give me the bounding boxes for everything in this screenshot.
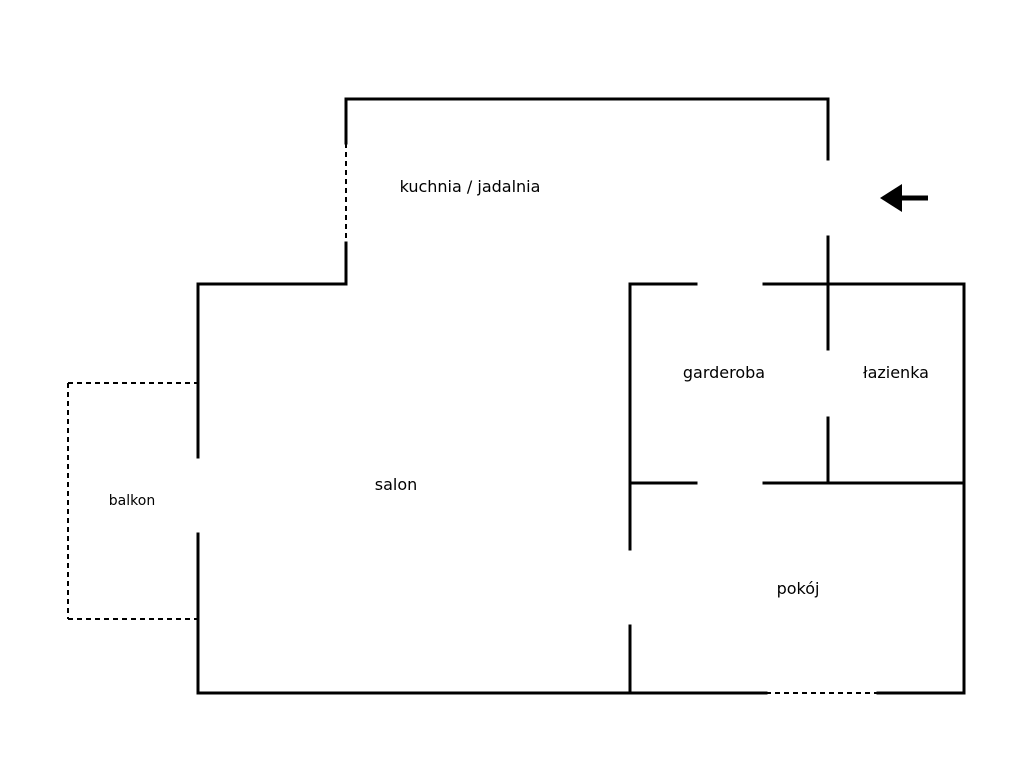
dashed-lines (67, 143, 878, 694)
label-kitchen: kuchnia / jadalnia (400, 177, 541, 196)
walls (196, 97, 966, 695)
room-labels: kuchnia / jadalnia salon garderoba łazie… (109, 177, 929, 598)
entrance-arrow-icon (880, 184, 928, 212)
label-salon: salon (375, 475, 418, 494)
label-balcony: balkon (109, 493, 155, 509)
label-wardrobe: garderoba (683, 363, 765, 382)
label-room: pokój (777, 579, 820, 598)
label-bathroom: łazienka (863, 363, 929, 382)
